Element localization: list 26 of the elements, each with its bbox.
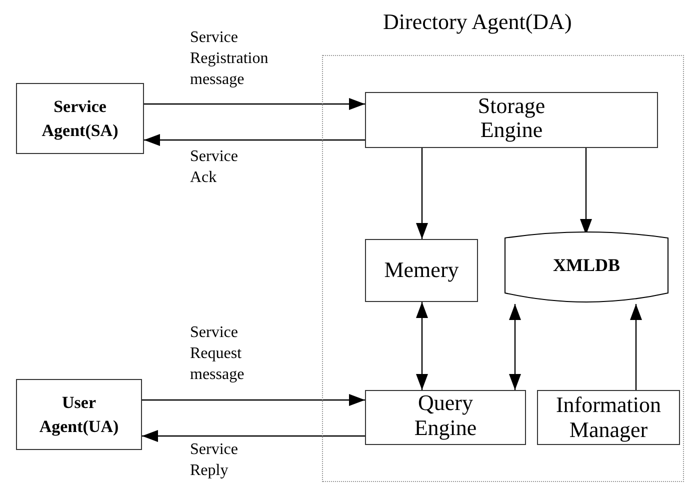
process-box (537, 390, 680, 445)
arrow (142, 430, 365, 442)
node-label: Storage Engine (476, 94, 546, 142)
node-label: Query Engine (413, 391, 478, 440)
arrow (509, 304, 521, 390)
arrow (144, 134, 365, 146)
agent-box (16, 379, 142, 450)
edge-label: Service Request message (190, 323, 246, 385)
edge-label: Service Ack (190, 147, 239, 188)
node-label: User Agent(UA) (38, 392, 120, 438)
process-box (365, 92, 658, 148)
node-label: XMLDB (553, 256, 620, 276)
node-label: Information Manager (554, 393, 662, 442)
arrow (416, 302, 428, 390)
node-label: Service Agent(SA) (40, 96, 120, 142)
process-box (365, 239, 478, 302)
edge-label: Service Registration message (190, 28, 270, 90)
group-title: Directory Agent(DA) (383, 10, 572, 34)
node-label: Memery (383, 258, 460, 283)
process-box (365, 390, 526, 445)
arrow (630, 304, 642, 390)
arrow (416, 148, 428, 239)
arrow (142, 394, 365, 406)
arrow (144, 98, 365, 110)
edge-label: Service Reply (190, 440, 239, 481)
agent-box (16, 83, 144, 154)
